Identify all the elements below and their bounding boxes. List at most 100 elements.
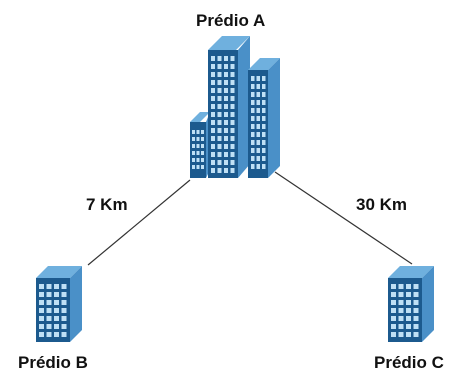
window [211,96,215,101]
window [39,316,44,321]
window [256,108,260,113]
window [406,324,411,329]
window [406,308,411,313]
window [46,316,52,321]
window [196,144,200,148]
window [61,292,67,297]
window [230,64,235,69]
window [211,88,215,93]
window [391,316,396,321]
window [262,76,266,81]
window [217,136,222,141]
window [211,64,215,69]
window [211,160,215,165]
window [391,292,396,297]
window [256,84,260,89]
window [192,130,195,134]
window [39,284,44,289]
window [224,160,228,165]
window [224,104,228,109]
window [230,88,235,93]
window [217,128,222,133]
window [398,332,404,337]
window [46,332,52,337]
window [211,72,215,77]
window [54,284,59,289]
window [391,284,396,289]
window [230,152,235,157]
window [398,284,404,289]
window [262,116,266,121]
window [251,92,255,97]
window [217,72,222,77]
window [224,88,228,93]
window [398,316,404,321]
window [230,96,235,101]
window [201,144,204,148]
window [262,156,266,161]
distance-a-c-label: 30 Km [356,195,408,214]
window [217,96,222,101]
window [217,88,222,93]
window [39,324,44,329]
window [224,96,228,101]
window [251,164,255,169]
window [256,140,260,145]
building-b-label: Prédio B [18,353,88,372]
window [230,72,235,77]
window [230,80,235,85]
building-b-icon [36,266,82,342]
window [224,80,228,85]
window [61,332,67,337]
window [406,316,411,321]
window [224,64,228,69]
window [224,136,228,141]
window [413,284,419,289]
window [211,128,215,133]
window [406,292,411,297]
window [262,84,266,89]
window [61,284,67,289]
window [224,152,228,157]
window [201,137,204,141]
window [251,116,255,121]
window [413,316,419,321]
window [413,308,419,313]
building-c-windows [391,284,419,337]
window [46,308,52,313]
building-a-windows [192,56,266,173]
window [46,292,52,297]
window [201,151,204,155]
window [413,300,419,305]
window [192,165,195,169]
window [256,116,260,121]
window [211,104,215,109]
window [391,308,396,313]
window [398,324,404,329]
window [262,148,266,153]
window [413,332,419,337]
window [54,308,59,313]
window [201,130,204,134]
window [196,165,200,169]
window [391,332,396,337]
window [251,100,255,105]
window [262,100,266,105]
window [256,76,260,81]
window [192,137,195,141]
window [61,316,67,321]
window [217,120,222,125]
window [54,316,59,321]
window [224,72,228,77]
window [39,332,44,337]
window [251,76,255,81]
window [201,158,204,162]
window [251,108,255,113]
window [46,324,52,329]
window [251,124,255,129]
window [211,112,215,117]
window [61,324,67,329]
window [46,284,52,289]
building-a-label: Prédio A [196,11,266,30]
